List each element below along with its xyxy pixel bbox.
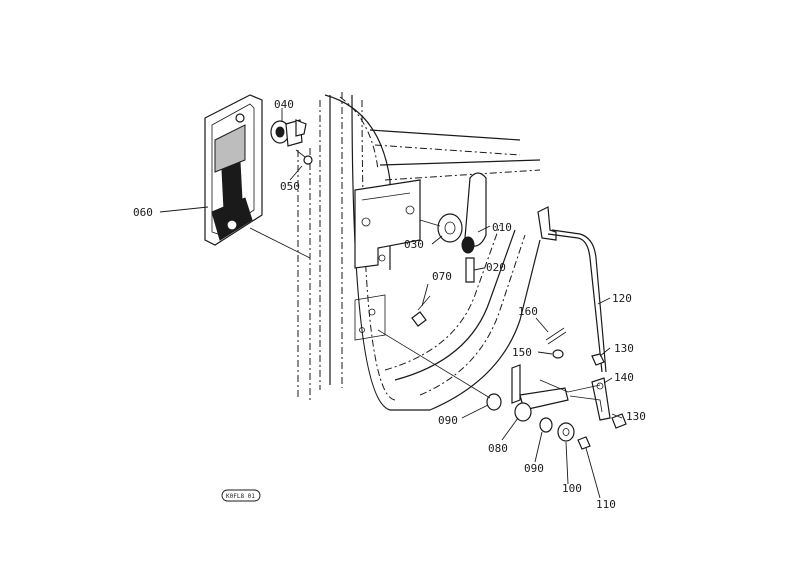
label-050: 050 bbox=[280, 180, 300, 193]
rod-120 bbox=[537, 206, 607, 373]
rod-end-parts bbox=[591, 353, 627, 429]
cab-frame bbox=[297, 92, 541, 411]
label-130-lower: 130 bbox=[626, 410, 646, 423]
label-030: 030 bbox=[404, 238, 424, 251]
inner-lever-assembly bbox=[437, 172, 487, 283]
leader-lines bbox=[159, 108, 623, 499]
outer-door-handle bbox=[204, 94, 263, 246]
label-060: 060 bbox=[133, 206, 153, 219]
drawing-stamp: K0FL8 01 bbox=[221, 489, 261, 502]
pin-160-washer-150 bbox=[545, 327, 567, 359]
label-110: 110 bbox=[596, 498, 616, 511]
key-cylinder bbox=[270, 119, 307, 147]
label-010: 010 bbox=[492, 221, 512, 234]
label-080: 080 bbox=[488, 442, 508, 455]
assembly-guide-lines bbox=[249, 219, 491, 399]
label-090-right: 090 bbox=[524, 462, 544, 475]
bolt-070 bbox=[411, 295, 431, 327]
label-070: 070 bbox=[432, 270, 452, 283]
label-100: 100 bbox=[562, 482, 582, 495]
label-120: 120 bbox=[612, 292, 632, 305]
label-040: 040 bbox=[274, 98, 294, 111]
label-020: 020 bbox=[486, 261, 506, 274]
label-150: 150 bbox=[512, 346, 532, 359]
label-130-upper: 130 bbox=[614, 342, 634, 355]
label-140: 140 bbox=[614, 371, 634, 384]
stamp-text: K0FL8 01 bbox=[226, 493, 255, 500]
lock-bracket bbox=[354, 179, 421, 341]
lever-bracket bbox=[486, 364, 603, 450]
label-160: 160 bbox=[518, 305, 538, 318]
label-090-left: 090 bbox=[438, 414, 458, 427]
screw-050 bbox=[295, 149, 313, 165]
callout-labels: 040 050 060 030 010 020 070 120 160 150 … bbox=[133, 98, 646, 511]
